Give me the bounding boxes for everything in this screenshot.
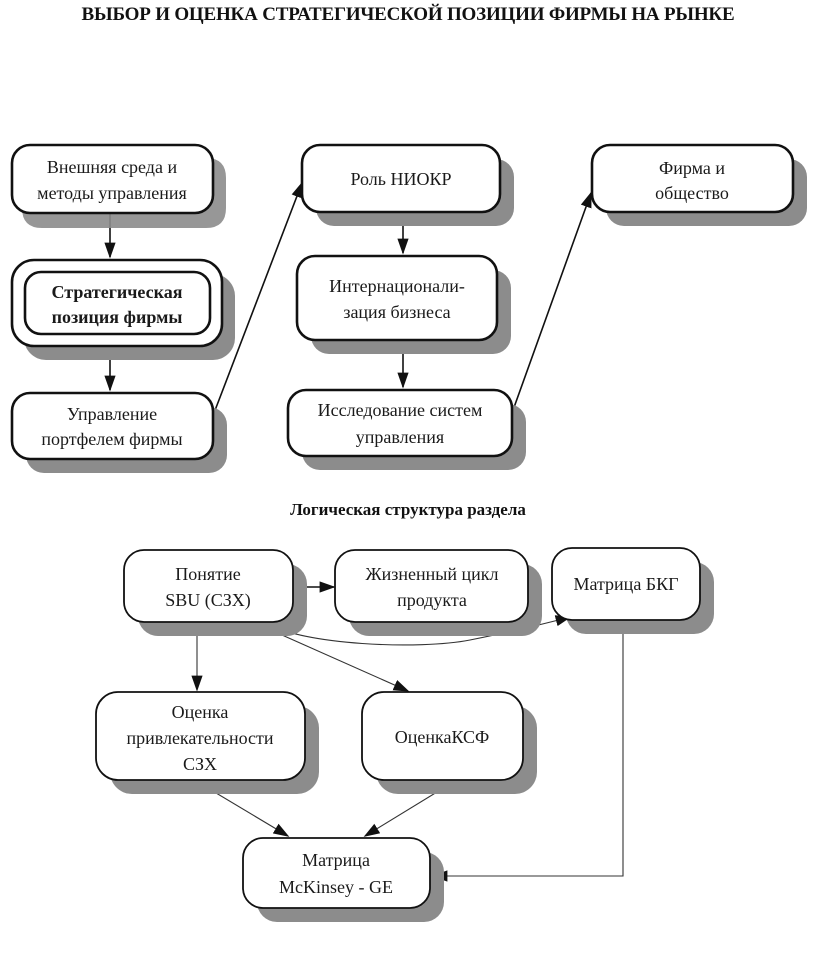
section-subtitle: Логическая структура раздела xyxy=(290,500,526,519)
node-label-line: позиция фирмы xyxy=(52,307,183,327)
node-box xyxy=(361,691,524,781)
node-portfolio-mgmt: Управление портфелем фирмы xyxy=(10,391,227,473)
node-label-line: управления xyxy=(356,427,444,447)
node-mgmt-systems-research: Исследование систем управления xyxy=(286,388,526,470)
node-product-life-cycle: Жизненный цикл продукта xyxy=(334,549,542,636)
node-attractiveness-eval: Оценка привлекательности СЗХ xyxy=(95,691,319,794)
node-box xyxy=(95,691,306,781)
node-label-line: общество xyxy=(655,183,729,203)
node-box xyxy=(300,143,502,214)
node-label-line: Внешняя среда и xyxy=(47,157,178,177)
node-label-line: ОценкаКСФ xyxy=(395,727,490,747)
node-label-line: SBU (СЗХ) xyxy=(165,590,251,611)
node-label-line: Управление xyxy=(67,404,157,424)
node-box xyxy=(590,143,795,214)
node-label-line: Интернационали- xyxy=(329,276,465,296)
node-label-line: Оценка xyxy=(172,702,229,722)
node-box xyxy=(295,254,499,342)
node-label-line: Матрица БКГ xyxy=(573,574,678,594)
node-label-line: Роль НИОКР xyxy=(350,169,451,189)
node-internationalization: Интернационали- зация бизнеса xyxy=(295,254,511,354)
node-box xyxy=(242,837,431,909)
node-box xyxy=(123,549,294,623)
node-box xyxy=(334,549,529,623)
node-label-line: привлекательности xyxy=(126,728,273,748)
edge-bcg-to-mckinsey xyxy=(431,620,624,882)
node-label-line: Жизненный цикл xyxy=(366,564,499,584)
edge-research-to-society xyxy=(511,191,592,414)
node-bcg-matrix: Матрица БКГ xyxy=(551,547,714,634)
node-firm-and-society: Фирма и общество xyxy=(590,143,807,226)
node-label-line: Матрица xyxy=(302,850,370,870)
edge-portfolio-to-rnd xyxy=(213,181,303,414)
node-strategic-position: Стратегическая позиция фирмы xyxy=(10,258,235,360)
node-label-line: продукта xyxy=(397,590,467,610)
node-sbu-concept: Понятие SBU (СЗХ) xyxy=(123,549,307,636)
node-label-line: Понятие xyxy=(175,564,240,584)
node-box xyxy=(551,547,701,621)
page-title: ВЫБОР И ОЦЕНКА СТРАТЕГИЧЕСКОЙ ПОЗИЦИИ ФИ… xyxy=(81,4,735,25)
node-rnd-role: Роль НИОКР xyxy=(300,143,514,226)
node-box xyxy=(10,391,215,461)
node-box xyxy=(286,388,514,458)
node-label-line: СЗХ xyxy=(183,754,217,774)
node-external-env: Внешняя среда и методы управления xyxy=(10,143,226,228)
node-box xyxy=(10,143,215,215)
node-label-line: методы управления xyxy=(37,183,187,203)
node-label-line: зация бизнеса xyxy=(343,302,450,322)
node-label-line: Фирма и xyxy=(659,158,725,178)
node-label-line: Исследование систем xyxy=(318,400,483,420)
node-mckinsey-ge-matrix: Матрица McKinsey - GE xyxy=(242,837,444,922)
node-box-inner xyxy=(23,270,212,336)
node-ksf-eval: ОценкаКСФ xyxy=(361,691,537,794)
node-label-line: Стратегическая xyxy=(52,282,183,302)
node-label-line: McKinsey - GE xyxy=(279,877,393,897)
node-label-line: портфелем фирмы xyxy=(41,429,182,449)
